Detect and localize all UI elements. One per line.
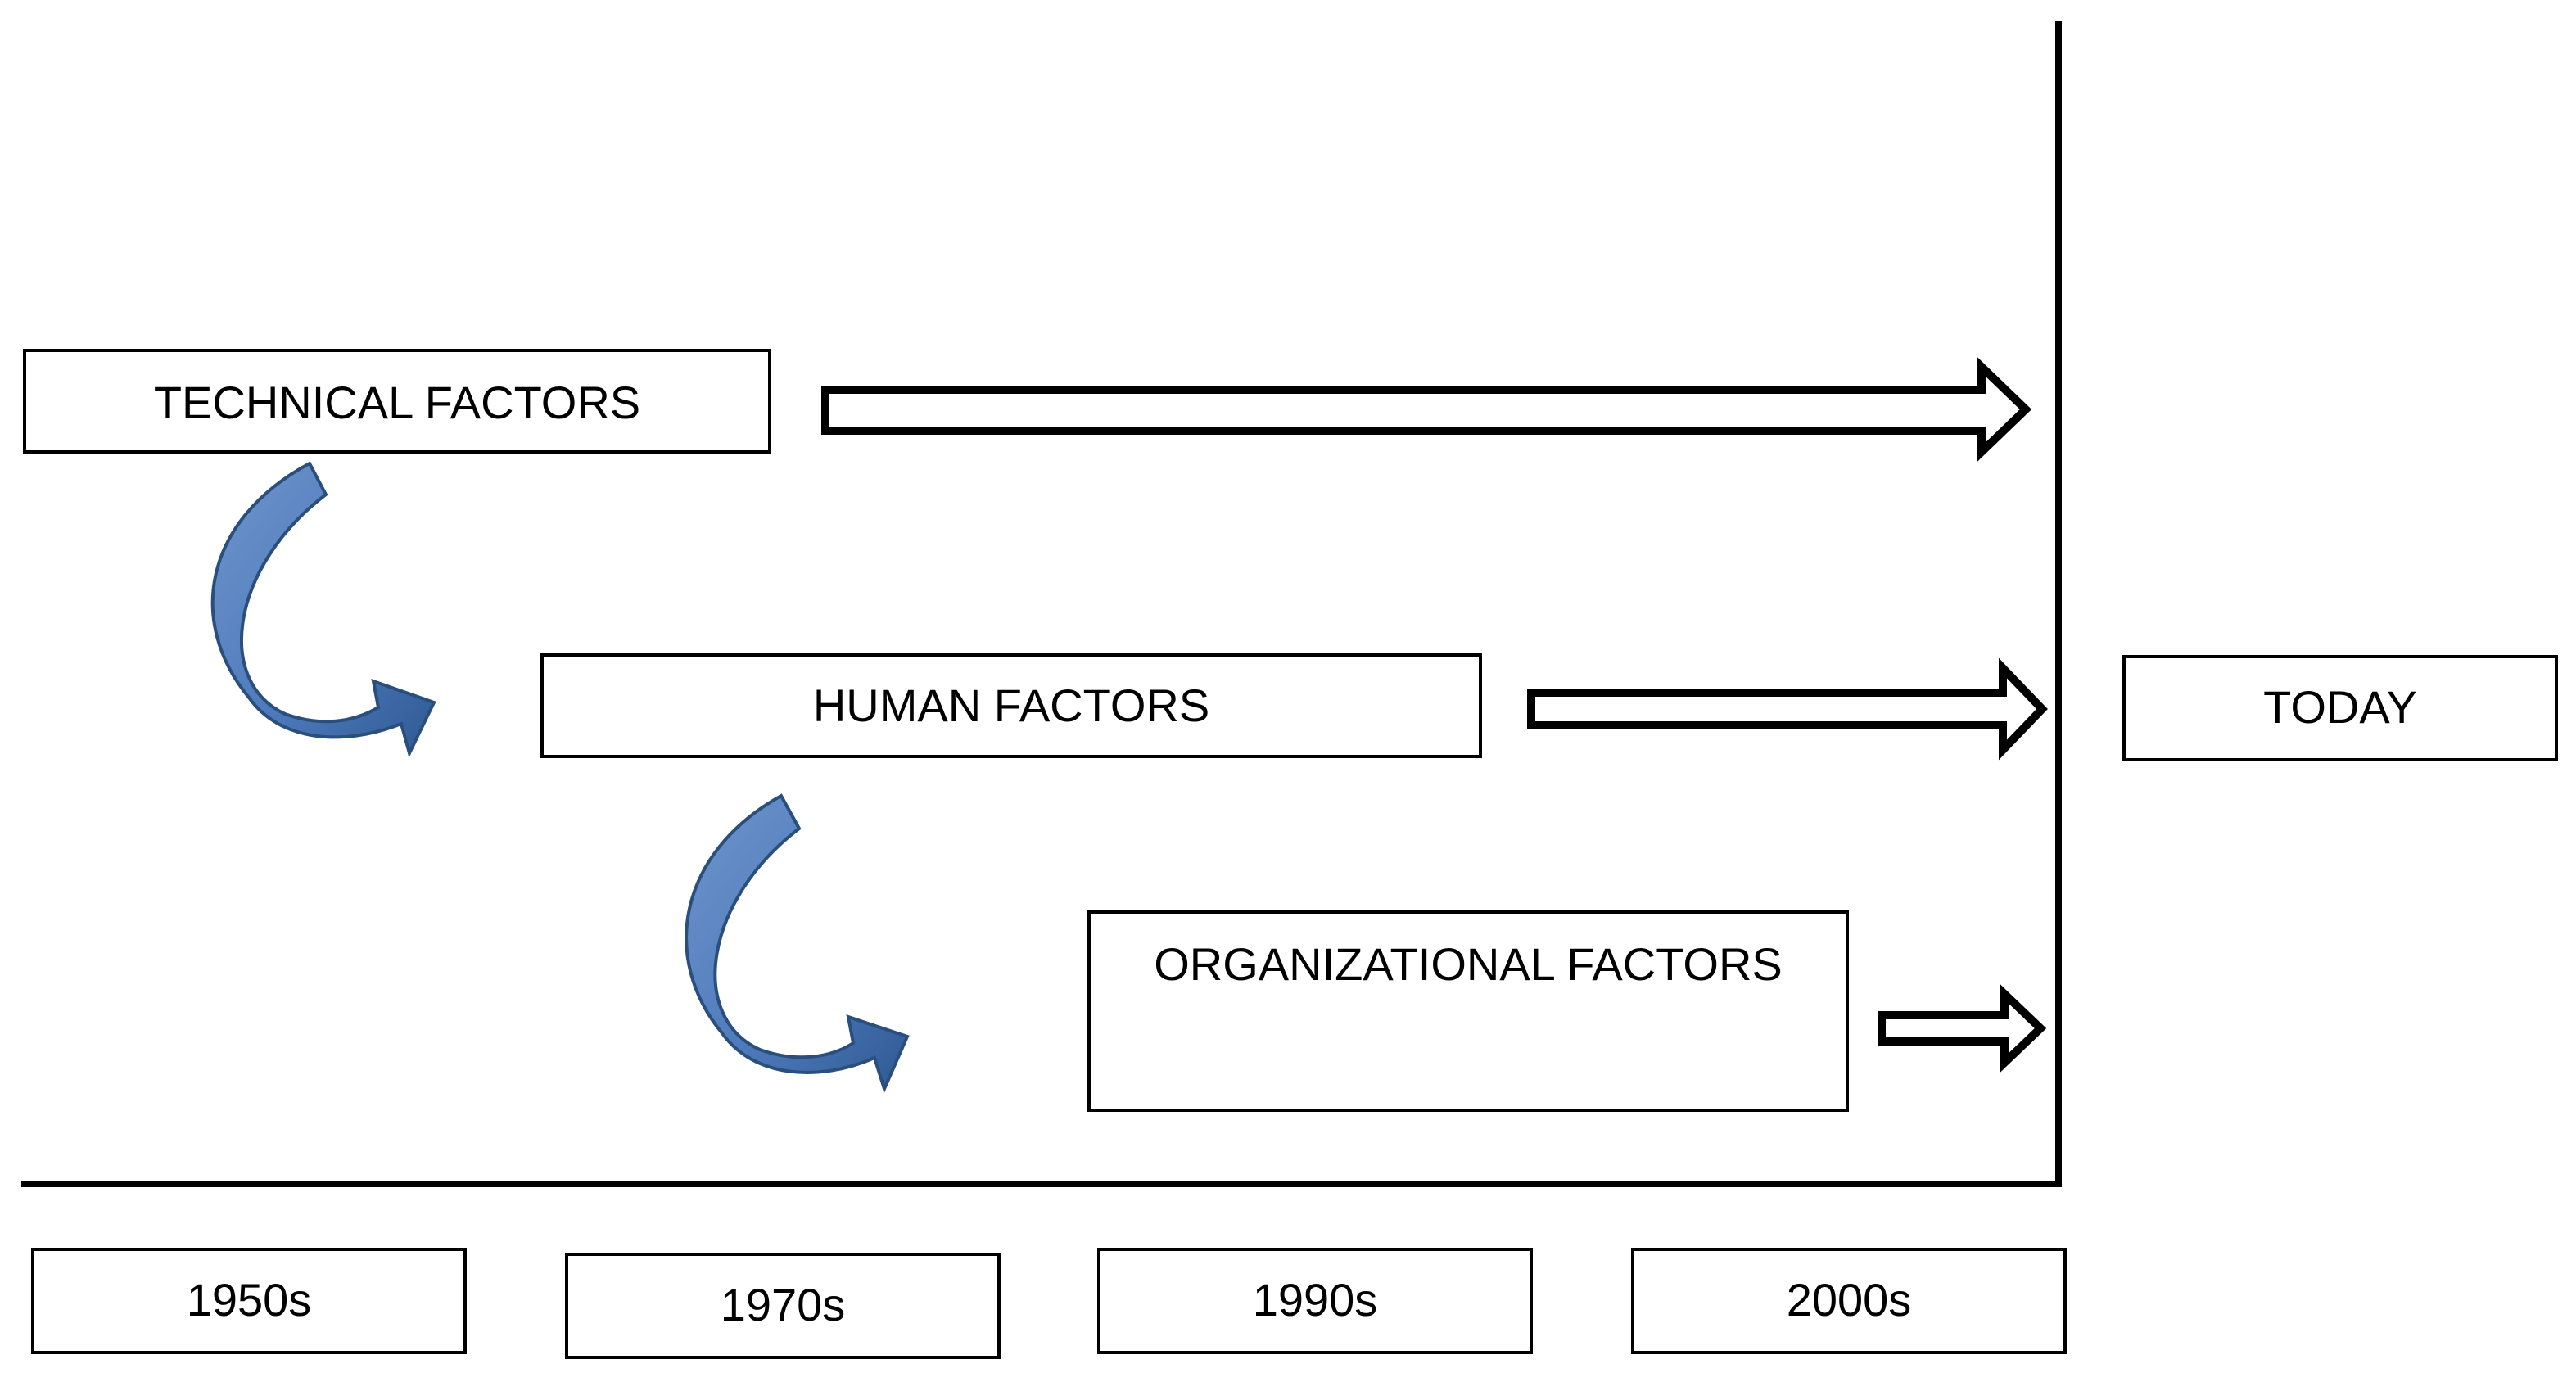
decade-box-1990s: 1990s: [1097, 1248, 1533, 1354]
human-factors-arrow: [1527, 657, 2048, 761]
decade-label: 1950s: [187, 1274, 312, 1326]
decade-box-1950s: 1950s: [31, 1248, 467, 1354]
curved-arrow-human-to-organizational: [685, 793, 910, 1094]
decade-label: 1990s: [1253, 1274, 1378, 1326]
organizational-factors-arrow: [1878, 984, 2047, 1073]
decade-label: 2000s: [1787, 1274, 1912, 1326]
human-factors-label: HUMAN FACTORS: [813, 680, 1209, 731]
today-label: TODAY: [2263, 681, 2417, 733]
human-factors-box: HUMAN FACTORS: [540, 653, 1482, 758]
technical-factors-box: TECHNICAL FACTORS: [23, 349, 771, 454]
today-box: TODAY: [2122, 655, 2558, 761]
curved-arrow-technical-to-human: [210, 461, 436, 758]
decade-box-2000s: 2000s: [1631, 1248, 2067, 1354]
technical-factors-arrow: [821, 357, 2032, 462]
technical-factors-label: TECHNICAL FACTORS: [154, 377, 640, 428]
decade-box-1970s: 1970s: [565, 1253, 1001, 1359]
decade-label: 1970s: [721, 1279, 846, 1330]
organizational-factors-box: ORGANIZATIONAL FACTORS: [1087, 910, 1849, 1112]
organizational-factors-label: ORGANIZATIONAL FACTORS: [1154, 938, 1783, 990]
